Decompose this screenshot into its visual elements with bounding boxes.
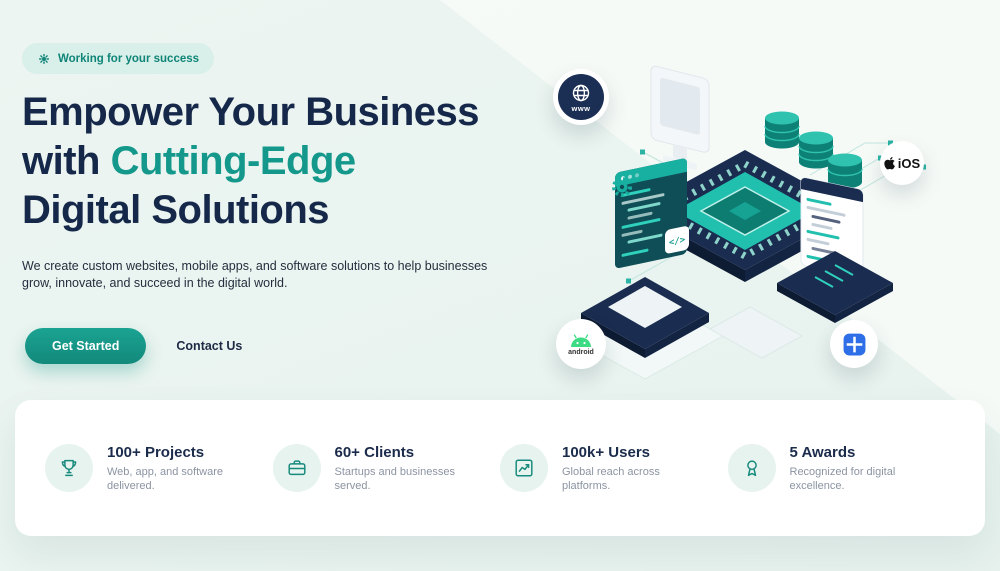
cta-row: Get Started Contact Us: [25, 328, 242, 364]
hero-illustration: </>: [525, 50, 975, 390]
globe-icon: [572, 84, 590, 101]
stat-title: 5 Awards: [789, 443, 856, 461]
stat-clients: 60+ Clients Startups and businesses serv…: [272, 443, 501, 493]
contact-us-link[interactable]: Contact Us: [176, 339, 243, 353]
get-started-button[interactable]: Get Started: [25, 328, 147, 364]
android-icon: [571, 333, 591, 347]
ios-label: iOS: [897, 155, 921, 171]
stat-subtitle: Global reach across platforms.: [562, 465, 660, 492]
stats-card: 100+ Projects Web, app, and software del…: [15, 400, 985, 536]
windows-badge: [830, 320, 878, 368]
windows-icon: [843, 333, 865, 355]
hero-illustration-art: </>: [565, 65, 926, 380]
www-label: www: [571, 103, 591, 113]
ios-badge: iOS: [880, 141, 924, 185]
stat-users: 100k+ Users Global reach across platform…: [500, 444, 728, 493]
gear-icon: [38, 53, 50, 64]
stat-title: 100+ Projects: [107, 443, 205, 461]
tagline-label: Working for your success: [58, 52, 200, 65]
www-badge: www: [553, 69, 609, 125]
stat-subtitle: Recognized for digital excellence.: [789, 465, 896, 492]
stat-title: 60+ Clients: [334, 443, 415, 461]
android-badge: android: [556, 319, 606, 369]
stat-awards: 5 Awards Recognized for digital excellen…: [727, 443, 956, 493]
heading-accent-text: Cutting-Edge: [110, 139, 357, 183]
heading-line3: Digital Solutions: [22, 188, 330, 232]
award-icon: [727, 444, 776, 492]
page-title: Empower Your Business with Cutting-Edge …: [22, 88, 480, 235]
stat-subtitle: Startups and businesses served.: [334, 465, 455, 492]
globe-circle: www: [558, 74, 604, 120]
android-label: android: [568, 348, 594, 356]
tagline-badge: Working for your success: [22, 43, 215, 74]
briefcase-icon: [272, 444, 321, 492]
stat-title: 100k+ Users: [562, 443, 650, 461]
svg-text:</>: </>: [669, 235, 686, 248]
apple-icon: [884, 157, 895, 170]
chart-icon: [500, 444, 548, 492]
stat-projects: 100+ Projects Web, app, and software del…: [45, 444, 273, 493]
stat-subtitle: Web, app, and software delivered.: [107, 465, 223, 492]
trophy-icon: [45, 444, 93, 492]
heading-line2-prefix: with: [22, 139, 111, 183]
heading-line1: Empower Your Business: [22, 90, 480, 134]
hero-description: We create custom websites, mobile apps, …: [22, 259, 488, 290]
